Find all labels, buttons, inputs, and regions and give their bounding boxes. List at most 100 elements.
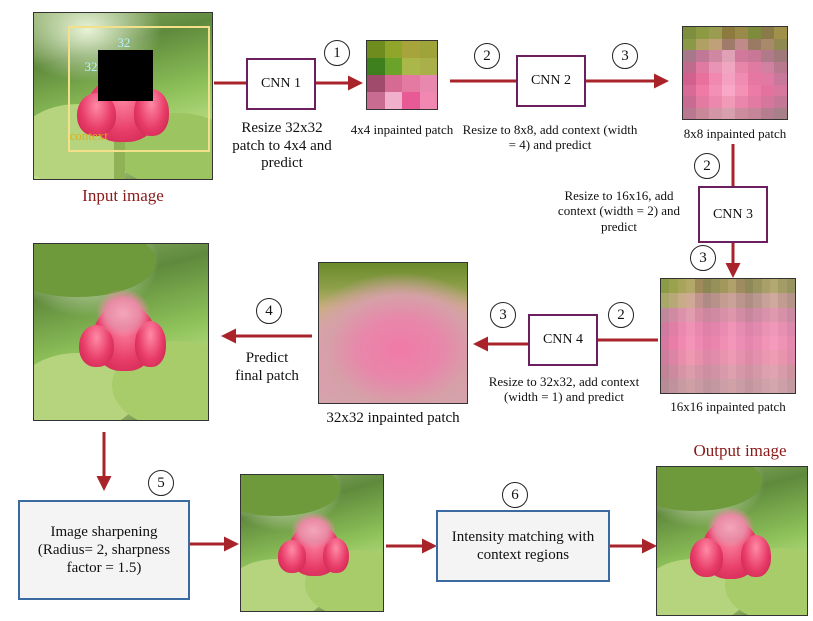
patch-16x16-cell <box>702 307 712 322</box>
patch-16x16-cell <box>711 350 720 365</box>
patch-8x8-cell <box>735 61 748 73</box>
patch-16x16-cell <box>728 279 737 294</box>
patch-16x16-cell <box>686 350 695 365</box>
patch-16x16-cell <box>786 307 795 322</box>
patch-8x8-cell <box>774 27 787 39</box>
patch-8x8-cell <box>722 73 735 85</box>
patch-8x8 <box>682 26 788 120</box>
patch-8x8-cell <box>722 96 735 108</box>
patch-16x16-cell <box>744 350 754 365</box>
patch-16x16-cell <box>677 293 687 308</box>
patch-16x16-cell <box>686 336 695 351</box>
patch-16x16-cell <box>711 336 720 351</box>
patch-16x16-cell <box>686 364 695 379</box>
patch-16x16-cell <box>753 364 762 379</box>
patch-16x16-cell <box>761 293 770 308</box>
step1-description: Resize 32x32 patch to 4x4 and predict <box>232 120 332 172</box>
step2-description-b: Resize to 16x16, add context (width = 2)… <box>557 188 681 234</box>
patch-16x16-cell <box>736 307 745 322</box>
patch-16x16-cell <box>677 279 687 294</box>
patch-4x4-cell <box>384 58 402 75</box>
patch-16x16-cell <box>786 364 795 379</box>
step-3c-marker: 3 <box>490 302 516 328</box>
patch-8x8-cell <box>774 73 787 85</box>
patch-16x16-cell <box>661 293 670 308</box>
patch-16x16-cell <box>786 321 795 336</box>
patch-16x16-cell <box>686 378 695 393</box>
patch-16x16-cell <box>769 293 779 308</box>
patch-16x16-cell <box>736 279 745 294</box>
patch-16x16-cell <box>694 307 703 322</box>
patch-8x8-cell <box>683 27 696 39</box>
patch-8x8-cell <box>683 38 696 50</box>
patch-32x32 <box>318 262 468 404</box>
cnn1-box: CNN 1 <box>246 58 316 110</box>
patch-16x16-cell <box>694 336 703 351</box>
patch-16x16-cell <box>661 378 670 393</box>
patch-4x4-cell <box>367 75 385 92</box>
output-image <box>656 466 808 616</box>
patch-16x16-cell <box>728 307 737 322</box>
size-label-top: 32 <box>117 34 131 50</box>
patch-16x16-cell <box>736 293 745 308</box>
patch-16x16-cell <box>686 321 695 336</box>
patch-16x16-cell <box>761 279 770 294</box>
patch-16x16-cell <box>669 350 678 365</box>
step-3a-marker: 3 <box>612 43 638 69</box>
intensity-matching-box: Intensity matching with context regions <box>436 510 610 582</box>
patch-4x4-cell <box>419 75 437 92</box>
patch-4x4-cell <box>419 58 437 75</box>
input-image-caption: Input image <box>82 186 164 205</box>
input-image: 32 32 context <box>33 12 213 180</box>
patch-16x16-cell <box>728 321 737 336</box>
patch-8x8-cell <box>761 84 774 96</box>
patch-16x16-cell <box>753 293 762 308</box>
patch-16x16-cell <box>753 307 762 322</box>
patch-8x8-cell <box>774 61 787 73</box>
cnn3-box: CNN 3 <box>698 186 768 243</box>
patch-8x8-cell <box>709 84 722 96</box>
patch-8x8-cell <box>696 84 709 96</box>
patch-16x16-cell <box>669 293 678 308</box>
patch-16x16-cell <box>778 293 787 308</box>
patch-16x16-cell <box>711 279 720 294</box>
predict-final-label: Predict final patch <box>235 350 299 384</box>
patch-8x8-cell <box>735 107 748 119</box>
patch-16x16-cell <box>686 279 695 294</box>
patch-16x16-cell <box>711 321 720 336</box>
patch-16x16-cell <box>719 321 728 336</box>
patch-16x16-cell <box>661 279 670 294</box>
patch-16x16-cell <box>661 321 670 336</box>
patch-16x16-cell <box>736 364 745 379</box>
patch-8x8-cell <box>696 96 709 108</box>
patch-16x16-cell <box>736 378 745 393</box>
step-2a-marker: 2 <box>474 43 500 69</box>
patch-16x16-cell <box>744 336 754 351</box>
patch-8x8-cell <box>683 107 696 119</box>
patch-16x16-cell <box>702 336 712 351</box>
patch-16x16-cell <box>661 307 670 322</box>
patch-16x16-cell <box>753 321 762 336</box>
patch-16x16-cell <box>694 321 703 336</box>
cnn4-box: CNN 4 <box>528 314 598 366</box>
step-1-marker: 1 <box>324 40 350 66</box>
patch-8x8-cell <box>735 84 748 96</box>
patch-8x8-cell <box>696 107 709 119</box>
patch-16x16-cell <box>669 378 678 393</box>
context-label: context <box>69 127 108 143</box>
patch-8x8-cell <box>774 50 787 62</box>
patch-16x16-cell <box>753 378 762 393</box>
patch-16x16-cell <box>669 307 678 322</box>
patch-8x8-cell <box>761 61 774 73</box>
cnn2-box: CNN 2 <box>516 55 586 107</box>
patch-16x16-cell <box>786 336 795 351</box>
patch-16x16-cell <box>778 350 787 365</box>
patch-16x16-cell <box>786 378 795 393</box>
patch-16x16-cell <box>702 321 712 336</box>
patch-16x16-cell <box>744 279 754 294</box>
step-5-marker: 5 <box>148 470 174 496</box>
patch-8x8-cell <box>696 61 709 73</box>
patch-8x8-cell <box>774 107 787 119</box>
patch-8x8-cell <box>709 27 722 39</box>
